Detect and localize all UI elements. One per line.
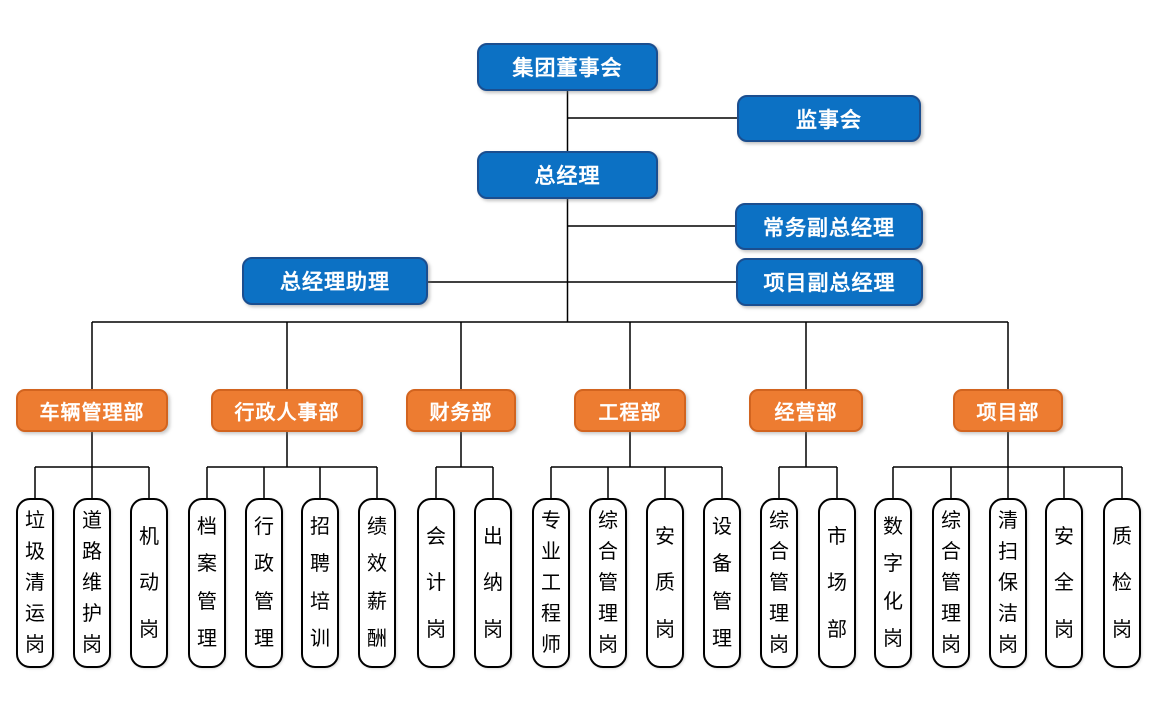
pill-cashier: 出纳岗 bbox=[474, 498, 512, 668]
pill-general-management-project: 综合管理岗 bbox=[932, 498, 970, 668]
dept-engineering: 工程部 bbox=[574, 389, 686, 432]
node-general-manager: 总经理 bbox=[477, 151, 658, 199]
pill-road-maintenance: 道路维护岗 bbox=[73, 498, 111, 668]
node-project-deputy-gm: 项目副总经理 bbox=[736, 258, 923, 306]
dept-project: 项目部 bbox=[953, 389, 1063, 432]
node-executive-deputy-gm: 常务副总经理 bbox=[735, 203, 923, 250]
dept-vehicle-management: 车辆管理部 bbox=[16, 389, 168, 432]
pill-safety-quality: 安质岗 bbox=[646, 498, 684, 668]
node-gm-assistant: 总经理助理 bbox=[242, 257, 428, 305]
pill-equipment-management: 设备管理 bbox=[703, 498, 741, 668]
dept-admin-hr: 行政人事部 bbox=[211, 389, 363, 432]
pill-cleaning: 清扫保洁岗 bbox=[989, 498, 1027, 668]
node-supervisory-board: 监事会 bbox=[737, 95, 921, 142]
pill-archives-management: 档案管理 bbox=[188, 498, 226, 668]
pill-professional-engineer: 专业工程师 bbox=[532, 498, 570, 668]
pill-recruitment-training: 招聘培训 bbox=[301, 498, 339, 668]
node-group-board: 集团董事会 bbox=[477, 43, 658, 91]
pill-performance-compensation: 绩效薪酬 bbox=[358, 498, 396, 668]
pill-quality-inspection: 质检岗 bbox=[1103, 498, 1141, 668]
pill-garbage-removal: 垃圾清运岗 bbox=[16, 498, 54, 668]
pill-safety: 安全岗 bbox=[1045, 498, 1083, 668]
dept-finance: 财务部 bbox=[406, 389, 516, 432]
pill-accounting: 会计岗 bbox=[417, 498, 455, 668]
pill-general-management-operations: 综合管理岗 bbox=[760, 498, 798, 668]
pill-digitalization: 数字化岗 bbox=[874, 498, 912, 668]
pill-market-dept: 市场部 bbox=[818, 498, 856, 668]
dept-operations: 经营部 bbox=[749, 389, 863, 432]
pill-mobile-post: 机动岗 bbox=[130, 498, 168, 668]
pill-general-management-engineering: 综合管理岗 bbox=[589, 498, 627, 668]
pill-admin-management: 行政管理 bbox=[245, 498, 283, 668]
